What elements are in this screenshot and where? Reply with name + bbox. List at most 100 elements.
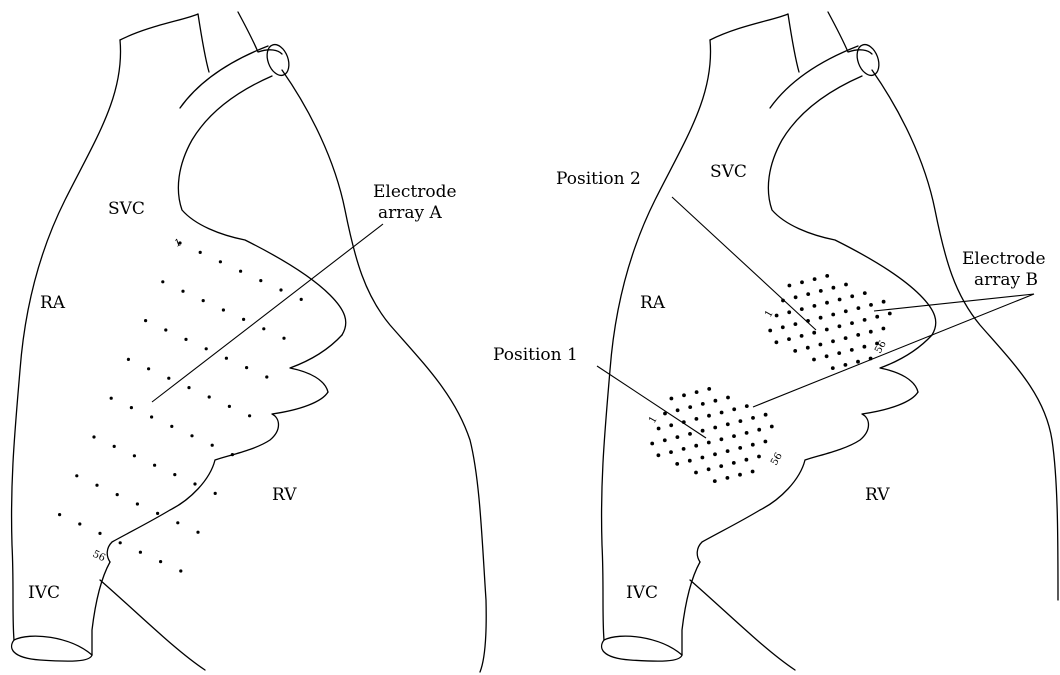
electrode-dot (831, 313, 835, 317)
heart-outline-right (602, 12, 1058, 670)
position-1-leader (597, 366, 706, 438)
electrode-dot (139, 551, 142, 554)
electrode-dot (812, 331, 816, 335)
electrode-dot (850, 294, 854, 298)
electrode-dot (701, 429, 705, 433)
electrode-dot (825, 354, 829, 358)
electrode-dot (694, 444, 698, 448)
electrode-dot (676, 435, 680, 439)
electrode-array-b-leader-upper (874, 294, 1034, 311)
electrode-dot (245, 366, 248, 369)
electrode-dot (181, 290, 184, 293)
electrode-dot (259, 279, 262, 282)
left-ra-label: RA (40, 293, 66, 313)
right-rv-label: RV (865, 485, 890, 505)
electrode-dot (701, 402, 705, 406)
electrode-dot (726, 396, 730, 400)
electrode-dot (738, 446, 742, 450)
electrode-dot (682, 447, 686, 451)
array-b-pos1-last-number: 56 (769, 451, 785, 468)
electrode-dot (650, 442, 654, 446)
electrode-dot (147, 367, 150, 370)
electrode-dot (719, 464, 723, 468)
electrode-dot (248, 414, 251, 417)
electrode-dot (282, 337, 285, 340)
electrode-dot (113, 445, 116, 448)
electrode-dot (837, 351, 841, 355)
electrode-dot (688, 459, 692, 463)
electrode-dot (714, 399, 718, 403)
electrode-dot (825, 328, 829, 332)
electrode-dot (819, 316, 823, 320)
electrode-array-b-label-line2: array B (974, 270, 1038, 290)
electrode-dot (857, 306, 861, 310)
electrode-dot (193, 482, 196, 485)
electrode-array-a-leader (152, 224, 383, 402)
electrode-array-b-label-line1: Electrode (962, 249, 1046, 269)
electrode-dot (239, 270, 242, 273)
electrode-dot (127, 358, 130, 361)
electrode-dot (695, 390, 699, 394)
electrode-dot (95, 484, 98, 487)
electrode-array-b-position-1 (650, 387, 773, 483)
electrode-dot (694, 471, 698, 475)
electrode-dot (850, 348, 854, 352)
electrode-dot (713, 479, 717, 483)
electrode-dot (844, 283, 848, 287)
position-2-leader (672, 197, 816, 330)
electrode-dot (800, 334, 804, 338)
electrode-dot (707, 414, 711, 418)
electrode-dot (92, 435, 95, 438)
electrode-dot (812, 358, 816, 362)
electrode-dot (770, 425, 774, 429)
electrode-dot (800, 280, 804, 284)
electrode-dot (882, 300, 886, 304)
electrode-dot (670, 397, 674, 401)
electrode-dot (675, 462, 679, 466)
electrode-dot (788, 284, 792, 288)
electrode-dot (688, 432, 692, 436)
right-ra-label: RA (640, 293, 666, 313)
left-panel: 1 56 SVC RA RV IVC Electrode array A (12, 12, 487, 672)
electrode-dot (838, 324, 842, 328)
electrode-dot (819, 289, 823, 293)
electrode-dot (819, 343, 823, 347)
electrode-dot (657, 427, 661, 431)
electrode-dot (150, 415, 153, 418)
electrode-dot (669, 423, 673, 427)
electrode-dot (161, 280, 164, 283)
electrode-dot (745, 404, 749, 408)
position-2-label: Position 2 (556, 169, 641, 189)
electrode-dot (228, 405, 231, 408)
heart-outline-left (12, 12, 487, 672)
electrode-dot (863, 345, 867, 349)
electrode-dot (211, 444, 214, 447)
electrode-dot (739, 419, 743, 423)
left-svc-label: SVC (108, 199, 145, 219)
electrode-array-a-label-line2: array A (378, 203, 443, 223)
electrode-dot (167, 377, 170, 380)
right-panel: 1 56 1 56 SVC RA RV IVC Position 2 Posit… (493, 12, 1058, 670)
electrode-dot (707, 467, 711, 471)
electrode-dot (78, 522, 81, 525)
electrode-dot (173, 473, 176, 476)
electrode-dot (187, 386, 190, 389)
electrode-dot (205, 347, 208, 350)
electrode-dot (732, 434, 736, 438)
electrode-dot (787, 337, 791, 341)
electrode-dot (214, 492, 217, 495)
electrode-dot (806, 292, 810, 296)
electrode-dot (669, 450, 673, 454)
electrode-dot (676, 408, 680, 412)
electrode-dot (179, 569, 182, 572)
electrode-dot (825, 301, 829, 305)
electrode-dot (159, 560, 162, 563)
electrode-dot (794, 295, 798, 299)
electrode-dot (190, 434, 193, 437)
electrode-dot (838, 298, 842, 302)
electrode-dot (844, 336, 848, 340)
electrode-dot (262, 327, 265, 330)
electrode-dot (98, 532, 101, 535)
electrode-dot (882, 327, 886, 331)
